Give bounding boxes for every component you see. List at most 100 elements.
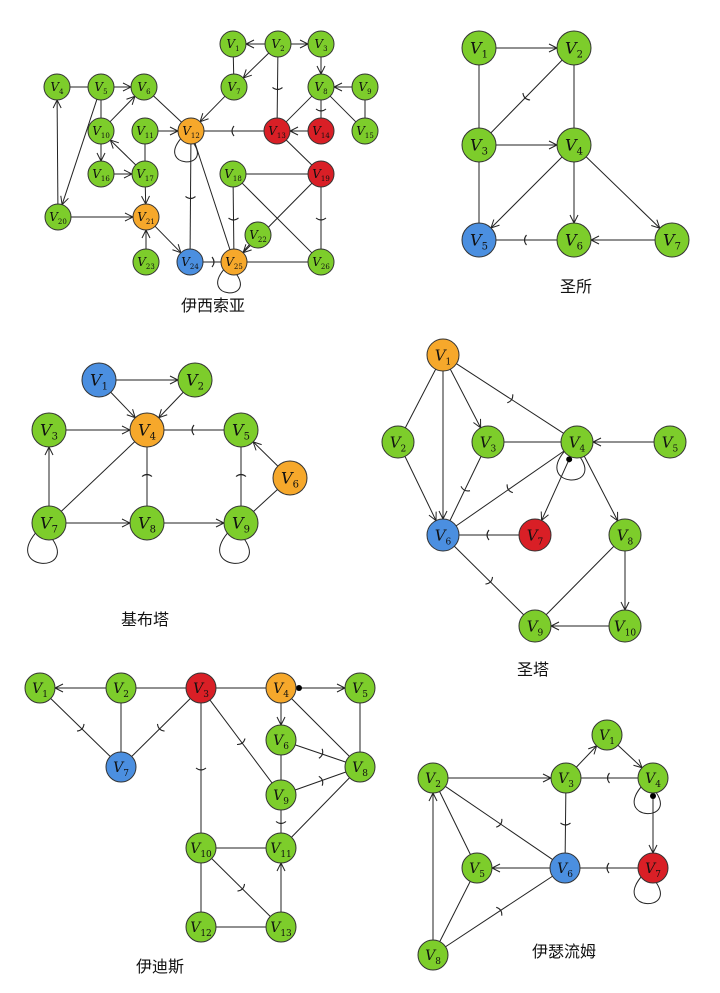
edges bbox=[428, 744, 661, 948]
edge-1-7 bbox=[50, 698, 111, 757]
edge-3-7 bbox=[131, 698, 191, 757]
edge-dot bbox=[650, 793, 656, 799]
edge-2-13 bbox=[272, 56, 283, 119]
edge-4-5 bbox=[490, 156, 563, 229]
edge-7-8 bbox=[66, 518, 132, 528]
edge-17-21 bbox=[141, 186, 150, 206]
node-v26: V26 bbox=[307, 248, 335, 276]
node-v5: V5 bbox=[461, 852, 493, 884]
edge-3-10 bbox=[195, 703, 207, 833]
inhibit-mark bbox=[156, 723, 165, 732]
edge-2-6 bbox=[404, 456, 437, 522]
edge-4-6 bbox=[569, 162, 579, 225]
inhibit-mark bbox=[228, 217, 239, 221]
edge-24-25 bbox=[203, 256, 221, 268]
edge-7-6 bbox=[589, 235, 655, 245]
edge-8-11 bbox=[291, 777, 350, 838]
edge-9-11 bbox=[275, 810, 287, 833]
inhibit-mark bbox=[315, 217, 327, 221]
inhibit-mark bbox=[236, 738, 246, 746]
node-v10: V10 bbox=[608, 609, 642, 643]
node-v2: V2 bbox=[264, 30, 292, 58]
edge-10-6 bbox=[109, 95, 136, 123]
inhibit-mark bbox=[507, 394, 514, 404]
node-v6: V6 bbox=[426, 518, 460, 552]
self-loop-25 bbox=[217, 269, 241, 294]
node-v2: V2 bbox=[417, 762, 449, 794]
inhibit-mark bbox=[522, 92, 531, 101]
caption-jibuta: 基布塔 bbox=[121, 610, 169, 629]
node-v3: V3 bbox=[471, 425, 505, 459]
node-v8: V8 bbox=[417, 939, 449, 971]
edge-2-3 bbox=[291, 39, 310, 49]
edge-8-5 bbox=[439, 881, 471, 942]
node-v11: V11 bbox=[265, 832, 297, 864]
node-v10: V10 bbox=[87, 117, 115, 145]
edge-23-21 bbox=[141, 228, 151, 249]
edge-1-4 bbox=[456, 363, 564, 434]
edge-2-1 bbox=[53, 683, 106, 693]
caption-yisisuoya: 伊西索亚 bbox=[181, 296, 245, 315]
edge-6-5 bbox=[490, 863, 550, 873]
edge-20-4 bbox=[52, 98, 62, 205]
node-v22: V22 bbox=[244, 221, 272, 249]
node-v1: V1 bbox=[24, 672, 56, 704]
self-loop-7 bbox=[27, 532, 58, 564]
edge-dot bbox=[566, 456, 573, 463]
edge-8-9 bbox=[545, 546, 615, 615]
node-v7: V7 bbox=[31, 505, 67, 541]
edge-8-13 bbox=[285, 95, 313, 123]
self-loop-7 bbox=[633, 876, 661, 905]
node-v4: V4 bbox=[265, 672, 297, 704]
node-v1: V1 bbox=[81, 362, 117, 398]
inhibit-mark bbox=[496, 818, 503, 828]
inhibit-mark bbox=[606, 772, 610, 784]
edge-10-16 bbox=[96, 144, 106, 163]
node-v20: V20 bbox=[44, 203, 72, 231]
self-loop-4 bbox=[556, 451, 586, 481]
edge-1-3 bbox=[449, 368, 482, 429]
edge-8-14 bbox=[315, 100, 327, 118]
edge-1-2 bbox=[404, 368, 437, 429]
edge-3-8 bbox=[316, 57, 326, 76]
node-v16: V16 bbox=[87, 160, 115, 188]
inhibit-mark bbox=[318, 775, 324, 786]
edge-1-4 bbox=[617, 744, 643, 769]
edge-17-10 bbox=[109, 139, 137, 166]
edge-8-9 bbox=[164, 518, 226, 528]
edge-7-12 bbox=[199, 95, 226, 123]
node-v4: V4 bbox=[556, 127, 592, 163]
edge-8-15 bbox=[329, 95, 357, 123]
node-v7: V7 bbox=[220, 73, 248, 101]
edge-3-6 bbox=[449, 456, 482, 521]
edge-16-17 bbox=[114, 169, 134, 179]
edge-2-3 bbox=[490, 59, 563, 134]
node-v7: V7 bbox=[637, 852, 669, 884]
inhibit-mark bbox=[185, 196, 196, 200]
node-v6: V6 bbox=[272, 460, 308, 496]
edges bbox=[27, 375, 279, 564]
edge-8-4 bbox=[141, 447, 153, 506]
edges bbox=[404, 363, 654, 631]
edge-2-4 bbox=[157, 391, 184, 419]
node-v2: V2 bbox=[381, 425, 415, 459]
edge-20-21 bbox=[71, 212, 135, 222]
edge-2-6 bbox=[445, 786, 553, 860]
caption-yidisi: 伊迪斯 bbox=[136, 957, 184, 976]
inhibit-mark bbox=[560, 822, 571, 826]
edge-7-6 bbox=[459, 529, 519, 541]
node-v2: V2 bbox=[105, 672, 137, 704]
node-v19: V19 bbox=[307, 160, 335, 188]
edge-7-4 bbox=[60, 441, 136, 512]
node-v8: V8 bbox=[344, 751, 376, 783]
edge-4-6 bbox=[455, 450, 565, 527]
